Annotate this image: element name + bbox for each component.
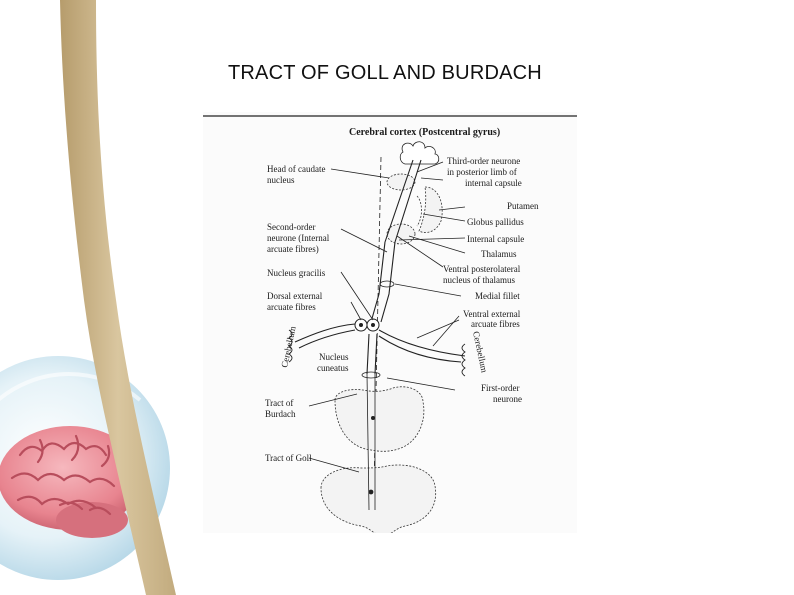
leader-lines [308, 161, 466, 473]
label-second-order-2: neurone (Internal [267, 233, 330, 243]
label-putamen: Putamen [507, 201, 539, 211]
brain-icon [0, 426, 142, 538]
label-thalamus: Thalamus [481, 249, 517, 259]
label-nucleus-cuneatus-2: cuneatus [317, 363, 349, 373]
tract-diagram: Cerebral cortex (Postcentral gyrus) [203, 115, 577, 537]
slide-title: TRACT OF GOLL AND BURDACH [228, 62, 542, 84]
label-second-order-1: Second-order [267, 222, 315, 232]
label-globus-pallidus: Globus pallidus [467, 217, 524, 227]
label-nucleus-cuneatus-1: Nucleus [319, 352, 349, 362]
label-tract-burdach-2: Burdach [265, 409, 296, 419]
label-vpl-1: Ventral posterolateral [443, 264, 521, 274]
first-order-pathway [366, 333, 378, 375]
thalamus-shape [386, 223, 416, 245]
label-dorsal-external-1: Dorsal external [267, 291, 323, 301]
spinal-cord-lower [320, 464, 437, 537]
dorsal-external-arcuate-fibres [294, 323, 356, 349]
ventral-external-arcuate-fibres [378, 329, 466, 363]
label-nucleus-gracilis: Nucleus gracilis [267, 268, 326, 278]
swoosh-ribbon [60, 0, 176, 595]
second-order-pathway [370, 241, 396, 323]
label-third-order-2: in posterior limb of [447, 167, 517, 177]
label-vpl-2: nucleus of thalamus [443, 275, 515, 285]
diagram-labels: Head of caudate nucleus Third-order neur… [265, 156, 539, 463]
third-order-pathway [384, 159, 422, 243]
label-third-order-3: internal capsule [465, 178, 522, 188]
cerebellum-right-shape [461, 343, 466, 377]
label-second-order-3: arcuate fibres) [267, 244, 319, 254]
cortex-header: Cerebral cortex (Postcentral gyrus) [349, 127, 500, 138]
label-tract-goll: Tract of Goll [265, 453, 312, 463]
spinal-cord-upper [334, 386, 425, 452]
label-cerebellum-right: Cerebellum [471, 330, 490, 373]
label-first-order-2: neurone [493, 394, 522, 404]
medial-fillet-ring [379, 280, 395, 288]
cerebellum-left-shape [288, 329, 293, 363]
caudate-nucleus [386, 173, 416, 191]
label-head-caudate-1: Head of caudate [267, 164, 325, 174]
label-dorsal-external-2: arcuate fibres [267, 302, 316, 312]
label-cerebellum-left: Cerebellum [279, 325, 298, 368]
label-tract-burdach-1: Tract of [265, 398, 293, 408]
putamen-shape [418, 186, 443, 233]
cortex-gyrus [399, 141, 440, 165]
tract-diagram-figure: Cerebral cortex (Postcentral gyrus) [203, 112, 577, 537]
label-head-caudate-2: nucleus [267, 175, 295, 185]
label-ventral-external-2: arcuate fibres [471, 319, 520, 329]
label-internal-capsule: Internal capsule [467, 234, 524, 244]
globus-pallidus-shape [416, 195, 422, 227]
label-first-order-1: First-order [481, 383, 520, 393]
label-medial-fillet: Medial fillet [475, 291, 520, 301]
label-third-order-1: Third-order neurone [447, 156, 520, 166]
label-ventral-external-1: Ventral external [463, 309, 521, 319]
